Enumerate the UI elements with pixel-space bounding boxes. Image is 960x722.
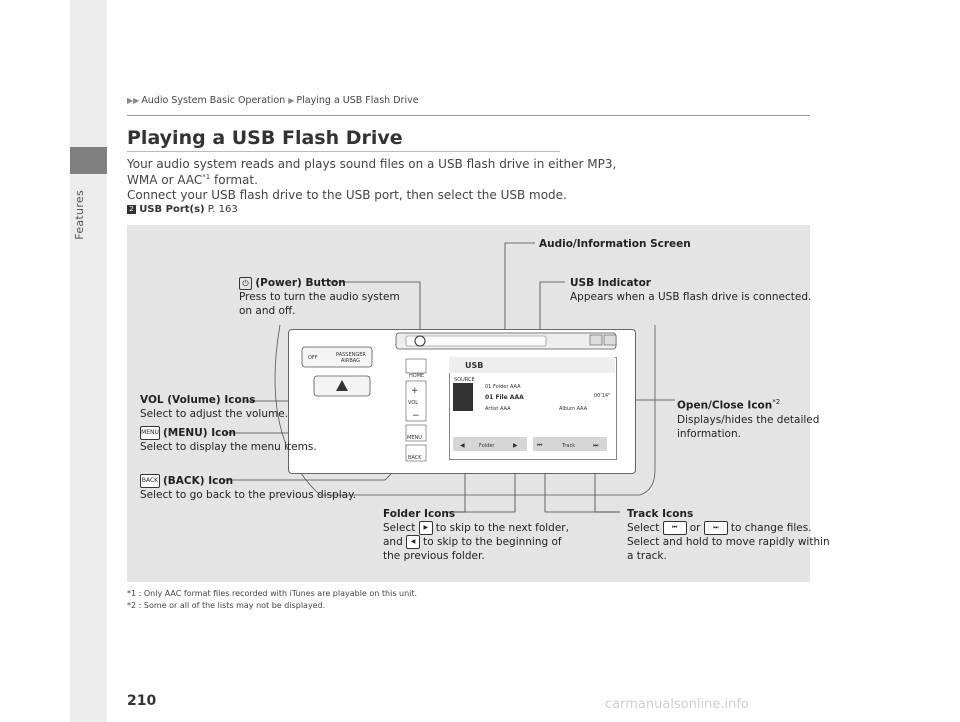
intro-line-1: Your audio system reads and plays sound … xyxy=(127,157,617,171)
file-line: 01 File AAA xyxy=(485,394,524,401)
passenger-text: PASSENGER xyxy=(336,352,366,358)
intro-line-3: Connect your USB flash drive to the USB … xyxy=(127,188,567,202)
audio-screen-content: USB SOURCE 01 Folder AAA 01 File AAA Art… xyxy=(449,357,615,451)
watermark: carmanualsonline.info xyxy=(605,697,749,712)
usb-label: USB xyxy=(465,361,483,370)
xref-label[interactable]: USB Port(s) xyxy=(139,204,205,215)
airbag-off-text: OFF xyxy=(308,355,318,361)
svg-text:⏮: ⏮ xyxy=(537,442,543,449)
header-divider xyxy=(127,115,810,116)
xref-page: P. 163 xyxy=(204,204,238,215)
svg-text:−: − xyxy=(412,411,420,421)
chapter-tab-marker xyxy=(70,147,107,174)
back-text: BACK xyxy=(408,455,422,461)
vol-text: VOL xyxy=(408,400,418,406)
breadcrumb-part-1[interactable]: Audio System Basic Operation xyxy=(141,95,286,106)
home-text: HOME xyxy=(409,373,424,379)
svg-text:+: + xyxy=(411,386,419,396)
footnote-2: *2 : Some or all of the lists may not be… xyxy=(127,601,326,610)
svg-text:⏭: ⏭ xyxy=(593,442,599,449)
breadcrumb-part-2[interactable]: Playing a USB Flash Drive xyxy=(296,95,419,106)
track-prev-icon: ⏮ xyxy=(662,521,687,535)
page-title: Playing a USB Flash Drive xyxy=(127,127,403,149)
folder-prev-icon: ◀ xyxy=(406,535,421,549)
footnote-ref-1: *1 xyxy=(202,173,211,181)
breadcrumb: ▶▶Audio System Basic Operation ▶Playing … xyxy=(127,95,419,106)
callout-open-close: Open/Close Icon*2 Displays/hides the det… xyxy=(677,398,820,440)
airbag-text: AIRBAG xyxy=(341,358,360,364)
source-label: SOURCE xyxy=(454,377,475,383)
time-display: 00'14" xyxy=(594,393,610,399)
album-line: Album AAA xyxy=(559,406,588,412)
breadcrumb-arrow-icon: ▶▶ xyxy=(127,96,140,105)
callout-power: ⏻ (Power) Button Press to turn the audio… xyxy=(239,277,400,317)
head-unit-drawing: OFF PASSENGER AIRBAG HOME + VOL − MENU B… xyxy=(301,332,617,462)
callout-folder: Folder Icons Select ▶to skip to the next… xyxy=(383,508,569,562)
track-button-text: Track xyxy=(561,443,575,449)
folder-next-icon: ▶ xyxy=(418,521,433,535)
page-number: 210 xyxy=(127,693,157,709)
xref-arrow-icon: 2 xyxy=(127,204,136,214)
callout-track: Track Icons Select ⏮or ⏭to change files.… xyxy=(627,508,830,562)
callout-audio-screen: Audio/Information Screen xyxy=(539,238,691,250)
chapter-tab: Features xyxy=(70,0,107,722)
menu-text: MENU xyxy=(407,435,422,441)
callout-usb-indicator: USB Indicator Appears when a USB flash d… xyxy=(570,277,812,303)
track-next-icon: ⏭ xyxy=(703,521,728,535)
callout-vol: VOL (Volume) Icons Select to adjust the … xyxy=(140,394,289,420)
svg-text:◀: ◀ xyxy=(460,442,465,449)
power-icon: ⏻ xyxy=(239,277,252,290)
svg-text:▶: ▶ xyxy=(513,442,518,449)
folder-line: 01 Folder AAA xyxy=(485,384,521,390)
callout-menu: MENU(MENU) Icon Select to display the me… xyxy=(140,426,317,453)
callout-back: BACK(BACK) Icon Select to go back to the… xyxy=(140,474,357,501)
intro-line-2-text: WMA or AAC xyxy=(127,173,203,187)
intro-line-2-end: format. xyxy=(210,173,258,187)
artist-line: Artist AAA xyxy=(485,406,511,412)
title-underline xyxy=(127,151,560,152)
cross-reference[interactable]: 2 USB Port(s) P. 163 xyxy=(127,204,238,215)
back-icon: BACK xyxy=(140,474,160,488)
folder-button-text: Folder xyxy=(479,443,495,449)
menu-icon: MENU xyxy=(140,426,160,440)
footnote-1: *1 : Only AAC format files recorded with… xyxy=(127,589,418,598)
intro-line-2: WMA or AAC*1 format. xyxy=(127,173,258,187)
breadcrumb-arrow-icon: ▶ xyxy=(288,96,295,105)
